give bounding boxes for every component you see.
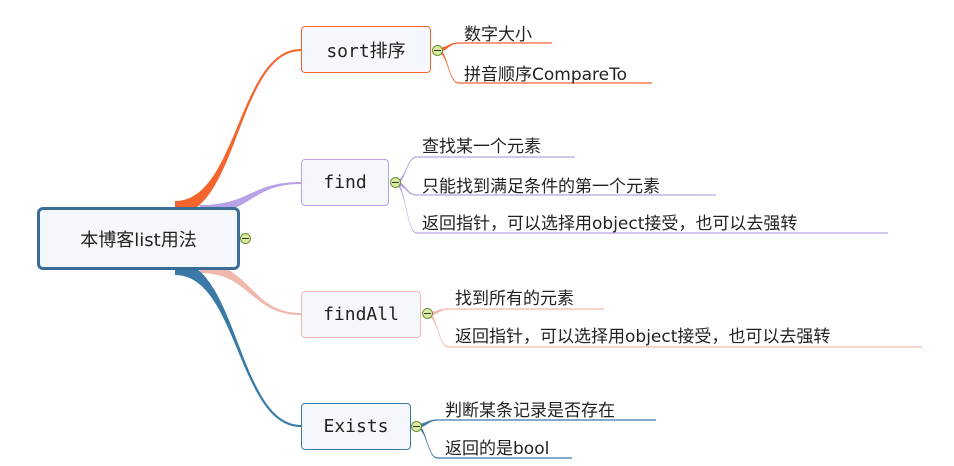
connector-central-findall: [200, 263, 301, 315]
leaf-sort-0: 数字大小: [464, 25, 532, 45]
leaf-curve-sort-1: [437, 48, 459, 84]
collapse-minus-icon[interactable]: [390, 177, 401, 188]
topic-find[interactable]: find: [301, 159, 389, 206]
central-topic-label: 本博客list用法: [80, 229, 197, 251]
topic-exists-label: Exists: [323, 416, 389, 437]
topic-sort[interactable]: sort排序: [301, 26, 431, 73]
connector-central-exists: [175, 261, 301, 427]
leaf-exists-1: 返回的是bool: [445, 439, 550, 459]
connector-central-sort: [175, 49, 301, 215]
leaf-exists-0: 判断某条记录是否存在: [445, 401, 615, 421]
topic-find-label: find: [323, 172, 367, 193]
topic-sort-label: sort排序: [326, 40, 406, 62]
leaf-find-0: 查找某一个元素: [422, 137, 541, 157]
collapse-minus-icon[interactable]: [432, 45, 443, 56]
leaf-curve-find-0: [395, 156, 417, 185]
leaf-curve-exists-1: [416, 424, 438, 459]
collapse-minus-icon[interactable]: [422, 308, 433, 319]
leaf-find-2: 返回指针，可以选择用object接受，也可以去强转: [422, 214, 798, 234]
topic-findall[interactable]: findAll: [301, 291, 421, 338]
leaf-sort-1: 拼音顺序CompareTo: [464, 65, 628, 85]
central-topic[interactable]: 本博客list用法: [37, 207, 240, 270]
leaf-findall-0: 找到所有的元素: [455, 289, 574, 309]
leaf-findall-1: 返回指针，可以选择用object接受，也可以去强转: [455, 327, 831, 347]
topic-findall-label: findAll: [323, 304, 399, 325]
collapse-minus-icon[interactable]: [240, 233, 251, 244]
leaf-curve-find-2: [395, 181, 417, 234]
topic-exists[interactable]: Exists: [301, 403, 411, 450]
leaf-curve-findall-1: [427, 312, 449, 348]
collapse-minus-icon[interactable]: [411, 421, 422, 432]
leaf-find-1: 只能找到满足条件的第一个元素: [422, 177, 660, 197]
connector-central-find: [200, 182, 301, 215]
